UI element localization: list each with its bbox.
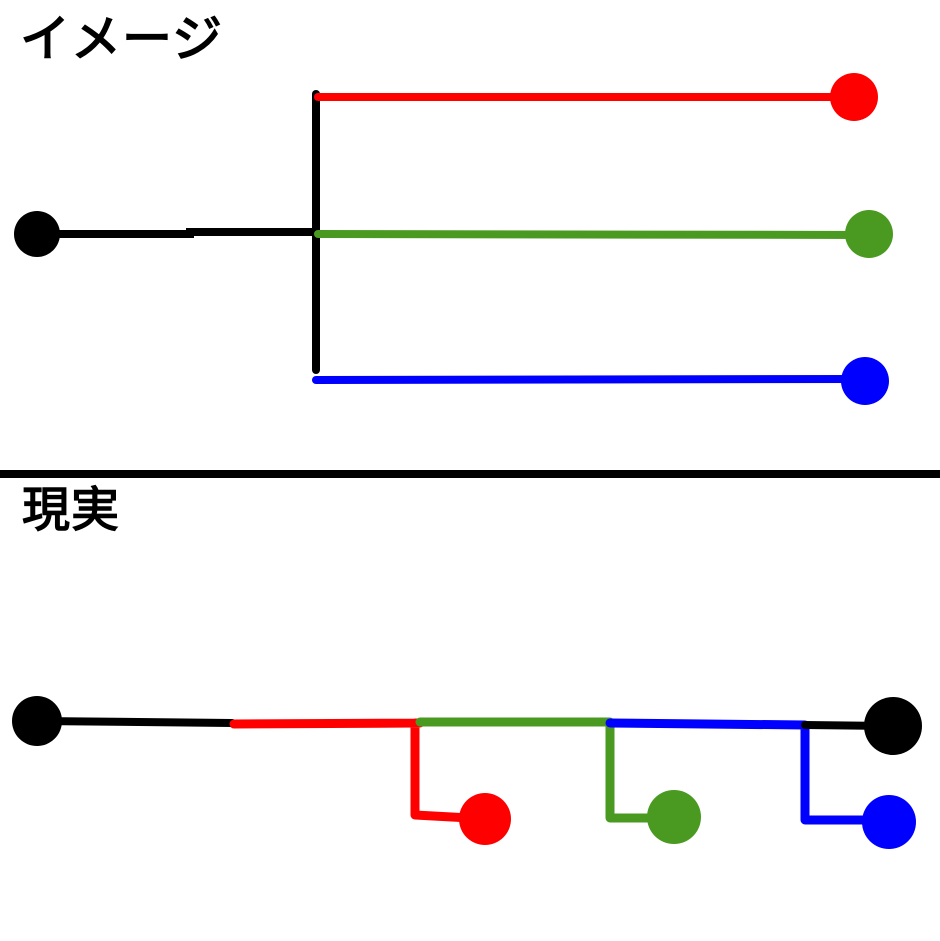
- heading-image: イメージ: [20, 9, 223, 68]
- reality-green-node: [647, 790, 701, 844]
- reality-source-node: [12, 696, 62, 746]
- reality-blue-node: [862, 795, 916, 849]
- reality-diagram: [12, 696, 922, 849]
- reality-end-node: [864, 697, 922, 755]
- ideal-diagram: [14, 73, 893, 405]
- ideal-source-node: [14, 211, 60, 257]
- ideal-green-line: [314, 230, 870, 239]
- reality-green-line: [415, 717, 665, 823]
- ideal-blue-node: [841, 357, 889, 405]
- reality-red-line: [229, 718, 475, 823]
- ideal-trunk-line: [33, 228, 318, 238]
- ideal-green-node: [845, 210, 893, 258]
- ideal-blue-line: [312, 375, 866, 384]
- reality-trunk-start: [33, 717, 236, 727]
- ideal-red-node: [830, 73, 878, 121]
- reality-red-node: [459, 793, 511, 845]
- heading-reality: 現実: [22, 482, 121, 538]
- reality-blue-line: [605, 718, 875, 825]
